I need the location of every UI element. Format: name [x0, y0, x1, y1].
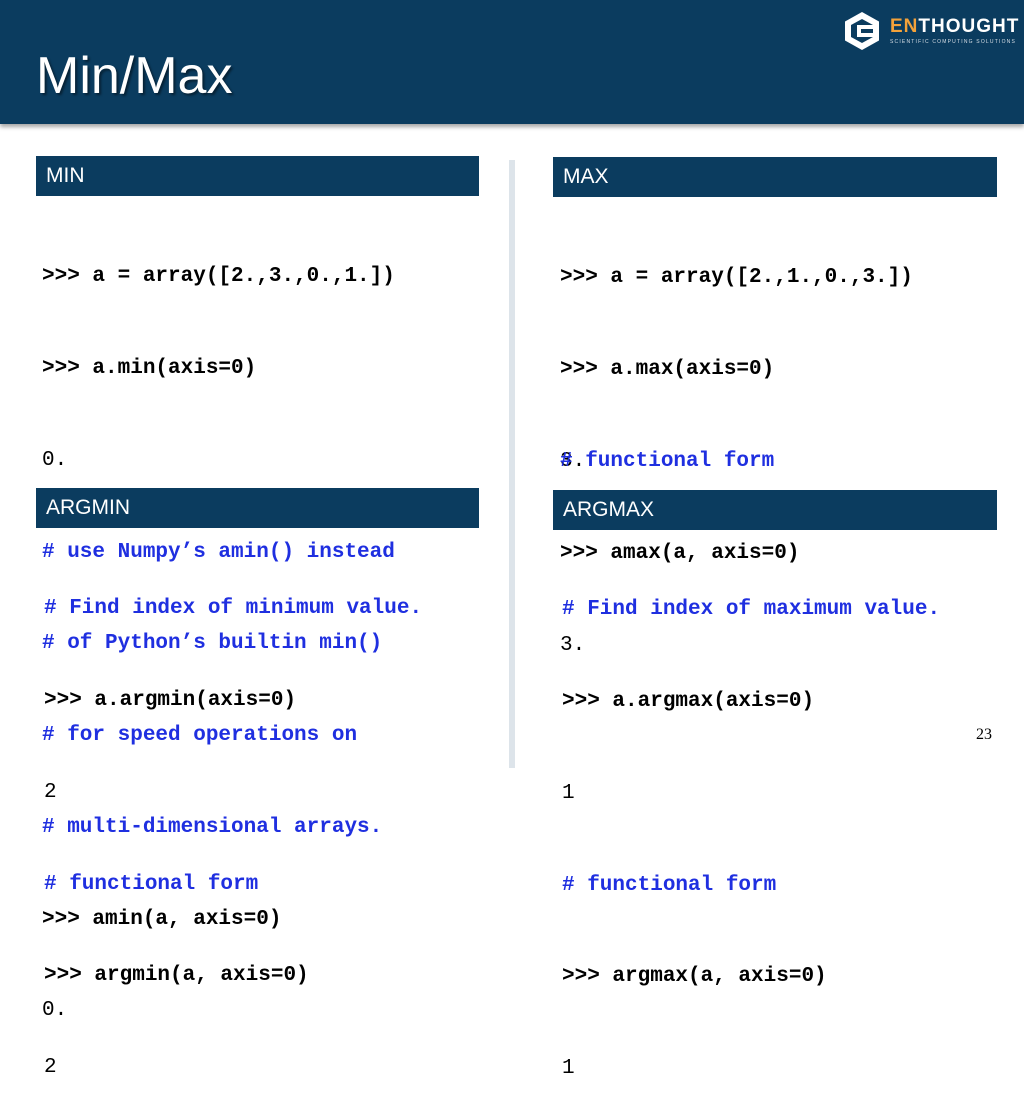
enthought-mark-icon	[845, 12, 879, 50]
code-line: >>> a = array([2.,3.,0.,1.])	[42, 265, 395, 289]
code-comment: # functional form	[562, 873, 777, 897]
code-output: 1	[562, 1057, 575, 1081]
code-output: 3.	[560, 633, 586, 657]
argmax-heading: ARGMAX	[553, 490, 997, 530]
code-line: >>> a = array([2.,1.,0.,3.])	[560, 266, 913, 290]
argmin-code-block: # Find index of minimum value. >>> a.arg…	[44, 533, 422, 1114]
max-code-block-bottom: # functional form >>> amax(a, axis=0) 3.	[560, 386, 799, 692]
min-heading: MIN	[36, 156, 479, 196]
code-output: 2	[44, 780, 57, 804]
column-divider	[509, 160, 515, 768]
code-comment: # of Python’s builtin min()	[42, 632, 383, 656]
code-comment: # functional form	[44, 872, 259, 896]
code-comment: # functional form	[560, 450, 775, 474]
code-line: >>> a.argmax(axis=0)	[562, 689, 815, 713]
code-output: 0.	[42, 448, 68, 472]
code-line: >>> a.max(axis=0)	[560, 357, 775, 381]
code-output: 2	[44, 1056, 57, 1080]
code-line: >>> a.argmin(axis=0)	[44, 688, 297, 712]
max-heading: MAX	[553, 157, 997, 197]
code-line: >>> argmin(a, axis=0)	[44, 964, 309, 988]
code-output: 3.	[560, 449, 586, 473]
code-comment: # Find index of maximum value.	[562, 598, 941, 622]
page-number: 23	[976, 726, 992, 743]
code-output: 1	[562, 781, 575, 805]
logo-wordmark: ENTHOUGHT	[890, 16, 1020, 37]
code-line: >>> amax(a, axis=0)	[560, 541, 800, 565]
slide-title: Min/Max	[36, 47, 233, 105]
argmin-heading: ARGMIN	[36, 488, 479, 528]
logo-tagline: SCIENTIFIC COMPUTING SOLUTIONS	[890, 39, 1017, 45]
code-comment: # for speed operations on	[42, 724, 358, 748]
max-code-block-top: >>> a = array([2.,1.,0.,3.]) >>> a.max(a…	[560, 202, 913, 508]
code-comment: # Find index of minimum value.	[44, 597, 423, 621]
slide-header: Min/Max ENTHOUGHT SCIENTIFIC COMPUTING S…	[0, 0, 1024, 124]
argmax-code-block: # Find index of maximum value. >>> a.arg…	[562, 534, 940, 1115]
code-line: >>> a.min(axis=0)	[42, 356, 257, 380]
code-comment: # use Numpy’s amin() instead	[42, 540, 395, 564]
enthought-logo: ENTHOUGHT SCIENTIFIC COMPUTING SOLUTIONS	[842, 10, 1020, 54]
code-line: >>> argmax(a, axis=0)	[562, 965, 827, 989]
